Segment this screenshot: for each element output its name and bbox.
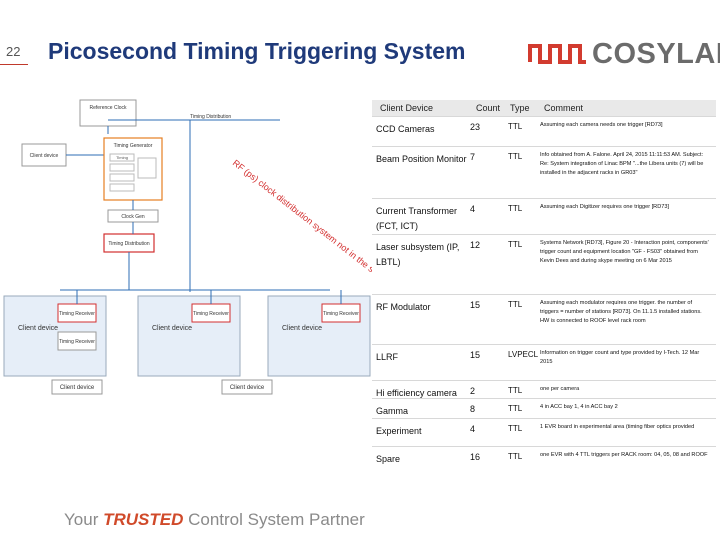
header-type: Type (510, 103, 530, 113)
slide-number: 22 (6, 44, 21, 59)
header-count: Count (476, 103, 501, 113)
reference-clock-label: Reference Clock (90, 105, 127, 111)
square-wave-logo-icon (528, 44, 586, 64)
table-row: Gamma 8 TTL 4 in ACC bay 1, 4 in ACC bay… (372, 398, 716, 419)
table-header: Client Device Count Type Comment (372, 100, 716, 116)
svg-text:Client device: Client device (282, 325, 322, 332)
reference-clock-box (79, 99, 137, 127)
svg-text:Client device: Client device (18, 325, 58, 332)
svg-text:Timing Receiver: Timing Receiver (59, 311, 95, 317)
footer-suffix: Control System Partner (183, 510, 365, 529)
slide-title: Picosecond Timing Triggering System (48, 38, 466, 64)
clock-gen-label: Clock Gen (121, 214, 145, 220)
svg-text:Client device: Client device (230, 385, 265, 391)
remote-device-label: Client device (30, 153, 59, 159)
timing-distribution-label: Timing Distribution (190, 114, 231, 120)
cosylab-logo: COSYLAB (528, 38, 720, 70)
client-device-bottom-left (51, 379, 103, 395)
footer-prefix: Your (64, 510, 99, 529)
table-row: LLRF 15 LVPECL Information on trigger co… (372, 344, 716, 381)
timing-generator-label: Timing Generator (114, 143, 153, 149)
table-row: Spare 16 TTL one EVR with 4 TTL triggers… (372, 446, 716, 477)
table-row: Hi efficiency camera 2 TTL one per camer… (372, 380, 716, 399)
header-client-device: Client Device (380, 103, 434, 113)
footer-tagline: Your TRUSTED Control System Partner (64, 510, 365, 530)
client-device-bottom-middle (221, 379, 273, 395)
svg-text:Client device: Client device (152, 325, 192, 332)
svg-text:Timing Receiver: Timing Receiver (59, 339, 95, 345)
footer-trusted: TRUSTED (103, 510, 184, 529)
svg-text:Timing Receiver: Timing Receiver (193, 311, 229, 317)
logo-text: COSYLAB (592, 38, 720, 70)
header-comment: Comment (544, 103, 584, 113)
timing-system-diagram: Reference Clock Timing Distribution Clie… (3, 99, 372, 395)
svg-text:Client device: Client device (60, 385, 95, 391)
table-row: Laser subsystem (IP, LBTL) 12 TTL System… (372, 234, 716, 295)
slide-number-underline (0, 64, 28, 65)
table-row: Current Transformer (FCT, ICT) 4 TTL Ass… (372, 198, 716, 235)
distribution-note: RF (ps) clock distribution system not in… (231, 158, 372, 302)
svg-text:Timing Receiver: Timing Receiver (323, 311, 359, 317)
client-device-table: Client Device Count Type Comment CCD Cam… (372, 100, 716, 464)
table-row: RF Modulator 15 TTL Assuming each modula… (372, 294, 716, 345)
table-row: CCD Cameras 23 TTL Assuming each camera … (372, 116, 716, 147)
gen-inner-label: Timing (116, 155, 128, 160)
table-row: Beam Position Monitor 7 TTL Info obtaine… (372, 146, 716, 199)
table-row: Experiment 4 TTL 1 EVR board in experime… (372, 418, 716, 447)
fanout-label: Timing Distribution (108, 241, 149, 247)
